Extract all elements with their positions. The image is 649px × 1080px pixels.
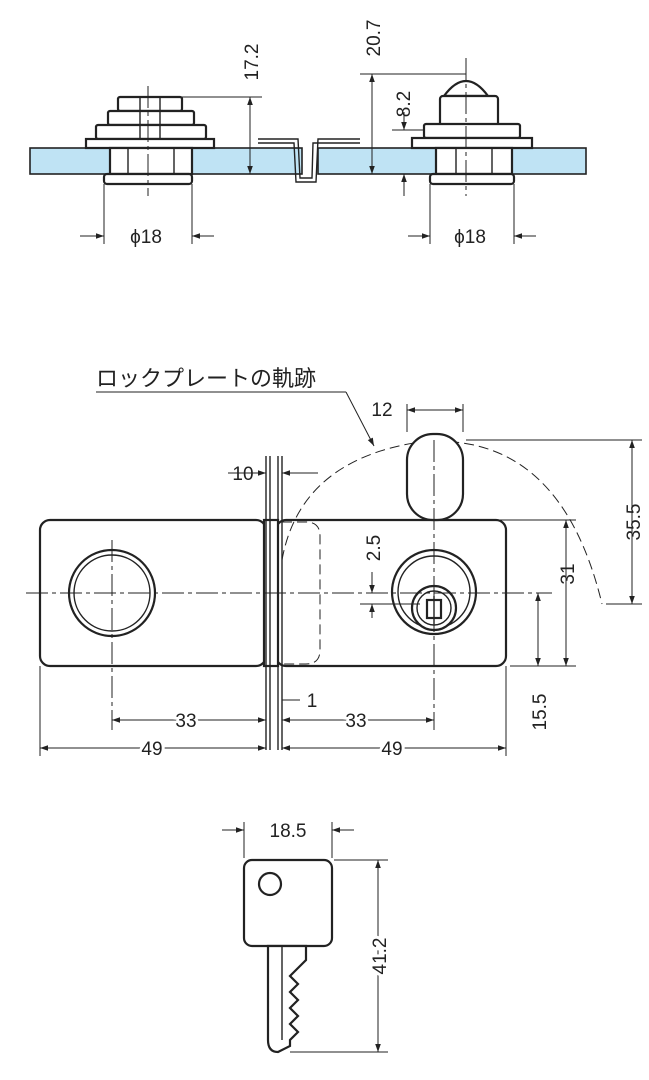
key-head [242, 858, 334, 948]
trajectory-label: ロックプレートの軌跡 [96, 367, 316, 392]
lock-plate-bar [405, 432, 465, 522]
key-blade [266, 944, 308, 1054]
dim-body-height: 31 [558, 563, 579, 584]
dim-right-center: 33 [345, 711, 366, 732]
dim-left-center: 33 [175, 711, 196, 732]
hinge-fold [258, 138, 360, 179]
side-view: 17.2 20.7 8.2 ϕ18 ϕ18 [29, 20, 587, 248]
dim-offset-vertical: 2.5 [364, 535, 385, 561]
dim-gap-width: 10 [232, 464, 253, 485]
dim-right-diameter: ϕ18 [454, 227, 486, 248]
key-hole [257, 871, 283, 897]
dim-right-total: 49 [381, 739, 402, 760]
dim-right-height: 20.7 [364, 20, 385, 57]
dim-right-inner-height: 8.2 [394, 91, 415, 117]
dim-left-diameter: ϕ18 [130, 227, 162, 248]
dim-key-width: 18.5 [270, 821, 307, 842]
left-knob [84, 95, 216, 186]
dim-left-total: 49 [141, 739, 162, 760]
dim-key-length: 41.2 [370, 938, 391, 975]
dim-gap-small: 1 [307, 691, 318, 712]
dim-swing-radius: 35.5 [624, 504, 645, 541]
right-cylinder [410, 80, 534, 186]
key-view: 18.5 41.2 [222, 821, 394, 1054]
dim-bottom-height: 15.5 [530, 694, 551, 731]
front-view: ロックプレートの軌跡 12 [26, 367, 645, 763]
dim-left-height: 17.2 [242, 44, 263, 81]
dim-plate-width: 12 [371, 400, 392, 421]
